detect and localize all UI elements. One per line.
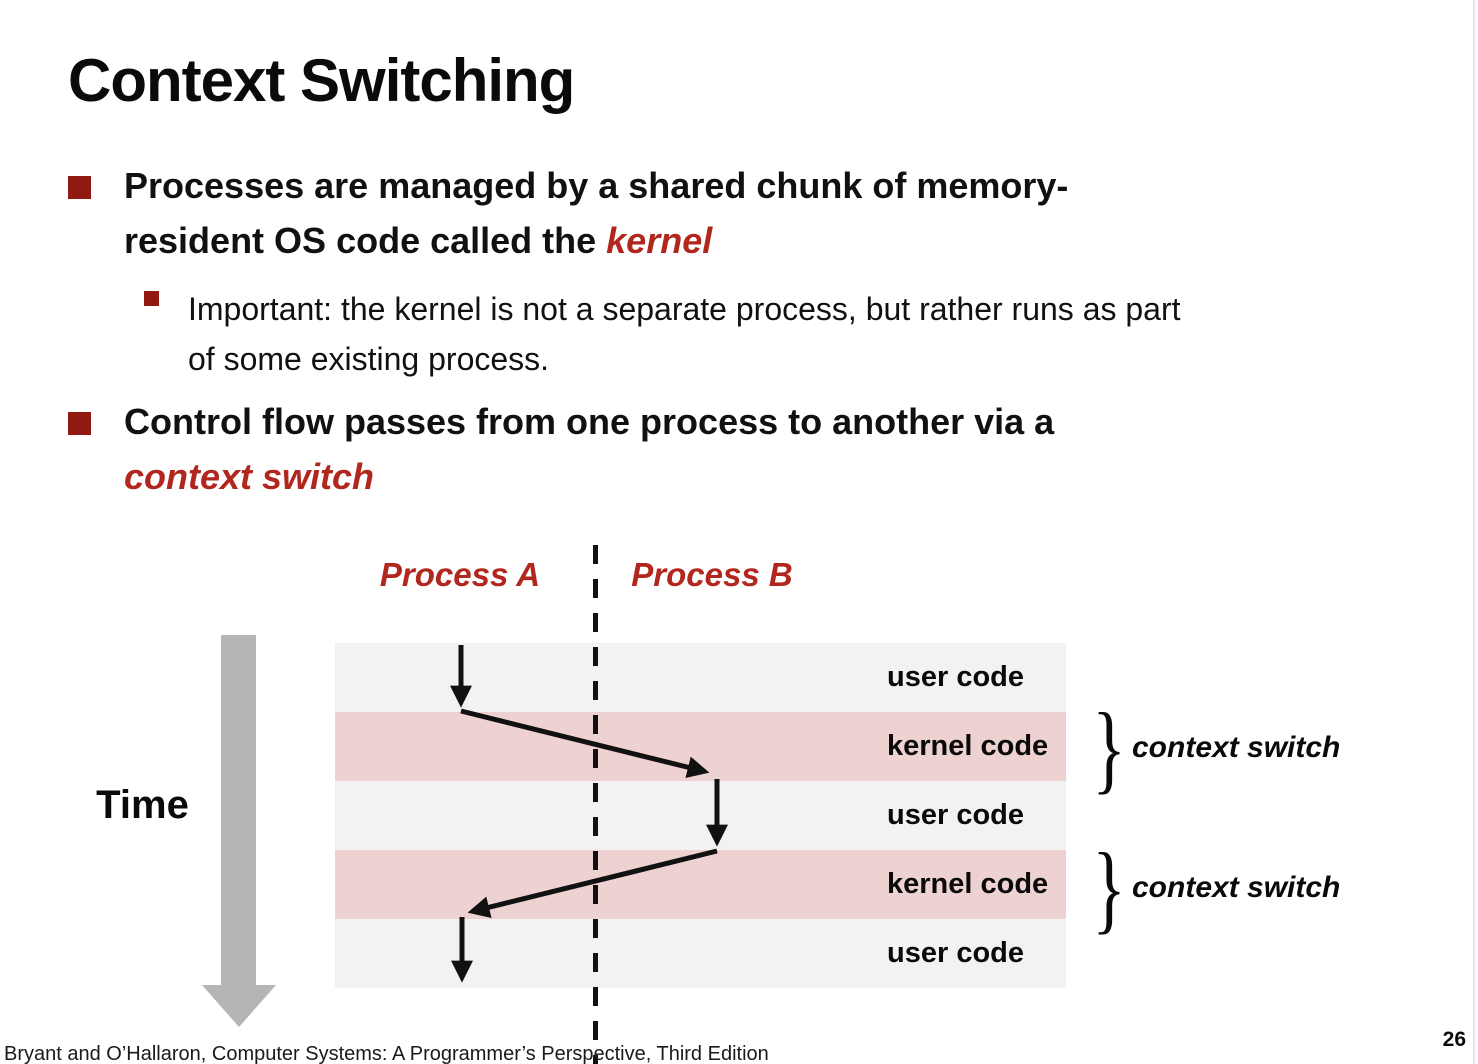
bullet1-line1: Processes are managed by a shared chunk …	[124, 165, 1069, 206]
bullet1-line2-prefix: resident OS code called the	[124, 220, 607, 261]
sub-bullet-square-icon	[144, 291, 159, 306]
bullet1-line2: resident OS code called the kernel	[124, 213, 1384, 268]
time-label: Time	[96, 783, 189, 827]
process-divider-dashed-line	[593, 545, 598, 1064]
sub-bullet-line1: Important: the kernel is not a separate …	[188, 291, 1181, 327]
band-label: kernel code	[887, 730, 1049, 762]
bullet-square-icon	[68, 412, 91, 435]
sub-bullet-text: Important: the kernel is not a separate …	[188, 284, 1448, 384]
keyword-context-switch: context switch	[124, 456, 375, 497]
bullet2-text: Control flow passes from one process to …	[124, 394, 1384, 504]
brace-icon: }	[1092, 691, 1126, 803]
footer-citation: Bryant and O’Hallaron, Computer Systems:…	[4, 1043, 769, 1064]
band-kernel-code-2: kernel code	[335, 850, 1066, 919]
context-switch-label-2: context switch	[1132, 871, 1341, 904]
process-a-label: Process A	[379, 556, 541, 593]
sub-bullet-line2: of some existing process.	[188, 341, 550, 377]
time-arrow-shaft	[221, 635, 256, 985]
time-arrow-down-icon	[202, 985, 276, 1027]
band-label: user code	[887, 661, 1024, 693]
timeline-bands: user code kernel code user code kernel c…	[335, 643, 1066, 988]
bullet-square-icon	[68, 176, 91, 199]
brace-icon: }	[1092, 831, 1126, 943]
window-edge-line	[1473, 0, 1475, 1064]
bullet1-text: Processes are managed by a shared chunk …	[124, 158, 1384, 268]
band-label: user code	[887, 799, 1024, 831]
band-user-code-3: user code	[335, 919, 1066, 988]
band-kernel-code-1: kernel code	[335, 712, 1066, 781]
band-label: kernel code	[887, 868, 1049, 900]
band-user-code-1: user code	[335, 643, 1066, 712]
page-number: 26	[1442, 1028, 1466, 1051]
bullet2-line1: Control flow passes from one process to …	[124, 401, 1055, 442]
band-label: user code	[887, 937, 1024, 969]
band-user-code-2: user code	[335, 781, 1066, 850]
context-switch-label-1: context switch	[1132, 731, 1341, 764]
page-title: Context Switching	[68, 47, 575, 114]
keyword-kernel: kernel	[606, 220, 713, 261]
process-b-label: Process B	[631, 556, 793, 593]
